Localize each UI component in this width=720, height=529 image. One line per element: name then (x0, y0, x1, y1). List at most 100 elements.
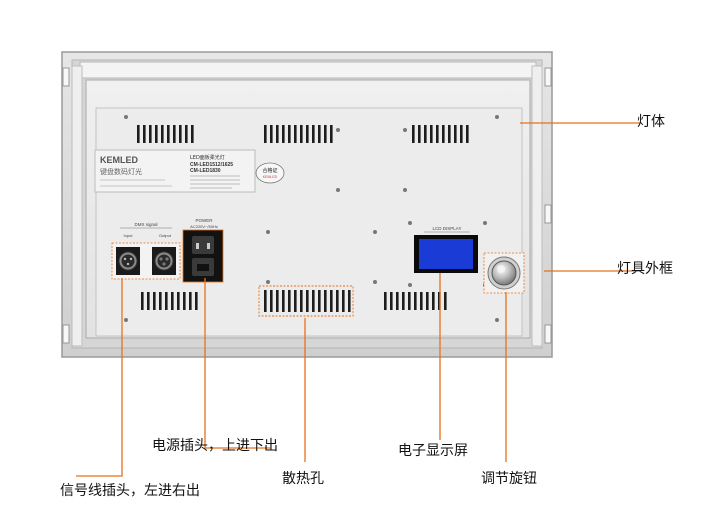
vent-slot (442, 125, 445, 143)
product-label: KEMLED 键盘数码灯光 LED面板柔光灯 CM-LED1512/1625 C… (94, 149, 256, 193)
vent-slot (183, 292, 186, 310)
vent-slot (348, 290, 351, 312)
vent-slot (155, 125, 158, 143)
power-label: POWER (195, 218, 213, 223)
vent-slot (330, 290, 333, 312)
model-title: LED面板柔光灯 (190, 154, 225, 161)
vent-slot (430, 125, 433, 143)
vent-slot (300, 125, 303, 143)
dmx-labels: DMX signal Input Output (120, 222, 172, 238)
vent-slot (264, 290, 267, 312)
vent-slot (282, 290, 285, 312)
power-labels: POWER AC220V~/50Hz (190, 218, 218, 229)
vent-slot (396, 292, 399, 310)
vent-slot (324, 290, 327, 312)
vent-slot (288, 290, 291, 312)
callout-knob: 调节旋钮 (481, 471, 537, 487)
vent-slot (167, 125, 170, 143)
callout-lamp-body: 灯体 (637, 114, 665, 130)
vent-slot (436, 125, 439, 143)
power-spec-label: AC220V~/50Hz (190, 224, 218, 229)
xlr-output-connector (152, 247, 176, 275)
vent-slot (276, 290, 279, 312)
dmx-input-label: Input (124, 233, 134, 238)
vent-slot (294, 290, 297, 312)
vent-slot (165, 292, 168, 310)
vent-slot (424, 125, 427, 143)
vent-slot (147, 292, 150, 310)
vent-slot (390, 292, 393, 310)
vent-slot (418, 125, 421, 143)
dmx-signal-label: DMX signal (134, 222, 157, 227)
callout-power-socket: 电源插头，上进下出 (152, 438, 278, 454)
vent-slot (318, 125, 321, 143)
callout-outer-frame: 灯具外框 (617, 261, 673, 277)
vent-slot (171, 292, 174, 310)
vent-slot (137, 125, 140, 143)
qc-badge: 合格证 KEMLED (255, 162, 285, 184)
vent-slot (294, 125, 297, 143)
vent-slot (153, 292, 156, 310)
vent-slot (149, 125, 152, 143)
qc-badge-sub: KEMLED (263, 175, 278, 179)
vent-slot (448, 125, 451, 143)
vent-slot (408, 292, 411, 310)
vent-slot (195, 292, 198, 310)
vent-slot (141, 292, 144, 310)
dmx-output-label: Output (159, 233, 172, 238)
brand-text: KEMLED (100, 155, 139, 165)
callout-lcd-screen: 电子显示屏 (398, 443, 468, 459)
model-line-2: CM-LED1830 (190, 168, 221, 174)
power-socket (182, 229, 224, 283)
lcd-screen (419, 239, 473, 269)
vent-slot (420, 292, 423, 310)
lcd-display: LCD DISPLAY (414, 226, 478, 273)
vent-highlight-box (258, 285, 354, 317)
vent-slot (432, 292, 435, 310)
vent-slot (414, 292, 417, 310)
vent-slot (161, 125, 164, 143)
vent-slot (300, 290, 303, 312)
vent-slot (179, 125, 182, 143)
vent-slot (324, 125, 327, 143)
vent-slot (426, 292, 429, 310)
vent-slot (173, 125, 176, 143)
vent-slot (460, 125, 463, 143)
callout-signal-socket: 信号线插头，左进右出 (60, 483, 200, 499)
brand-cn-text: 键盘数码灯光 (100, 167, 142, 176)
vent-slot (412, 125, 415, 143)
xlr-input-connector (116, 247, 140, 275)
vent-slot (444, 292, 447, 310)
vent-slot (318, 290, 321, 312)
vent-slot (402, 292, 405, 310)
vent-slot (306, 290, 309, 312)
vent-slot (276, 125, 279, 143)
vent-slot (454, 125, 457, 143)
adjust-knob (483, 252, 525, 294)
vent-slots (137, 125, 469, 317)
model-line-1: CM-LED1512/1625 (190, 162, 233, 168)
vent-slot (306, 125, 309, 143)
signal-socket (111, 242, 181, 280)
vent-slot (185, 125, 188, 143)
vent-slot (312, 125, 315, 143)
callout-lines (76, 122, 640, 477)
vent-slot (191, 125, 194, 143)
vent-slot (466, 125, 469, 143)
lcd-label: LCD DISPLAY (433, 226, 462, 231)
vent-slot (342, 290, 345, 312)
vent-slot (384, 292, 387, 310)
vent-slot (288, 125, 291, 143)
vent-slot (143, 125, 146, 143)
vent-slot (270, 125, 273, 143)
vent-slot (189, 292, 192, 310)
vent-slot (330, 125, 333, 143)
vent-slot (336, 290, 339, 312)
vent-slot (438, 292, 441, 310)
vent-slot (264, 125, 267, 143)
vent-slot (159, 292, 162, 310)
vent-slot (177, 292, 180, 310)
callout-vents: 散热孔 (282, 471, 324, 487)
vent-slot (270, 290, 273, 312)
